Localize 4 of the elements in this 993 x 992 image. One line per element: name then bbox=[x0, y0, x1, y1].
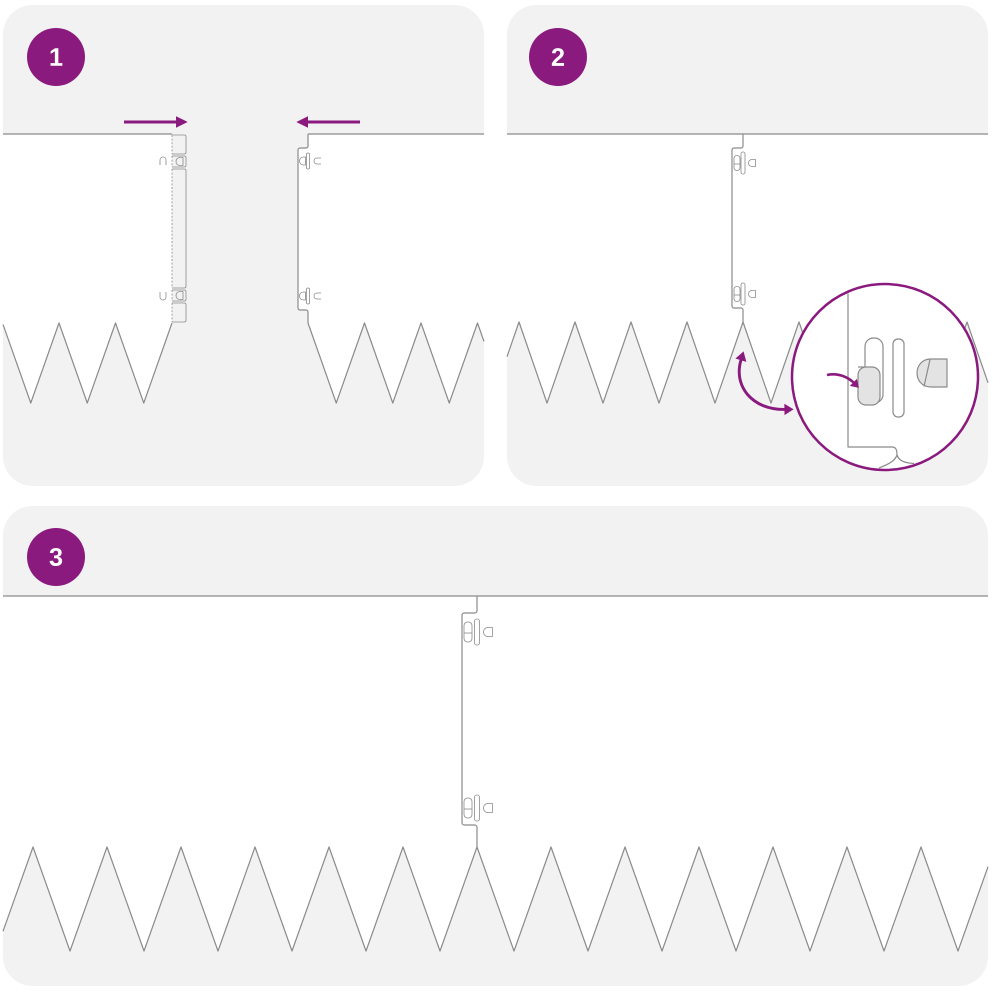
detail-circle bbox=[790, 282, 980, 472]
step-badge: 3 bbox=[27, 528, 85, 586]
step-badge: 1 bbox=[27, 28, 85, 86]
step-badge: 2 bbox=[529, 28, 587, 86]
